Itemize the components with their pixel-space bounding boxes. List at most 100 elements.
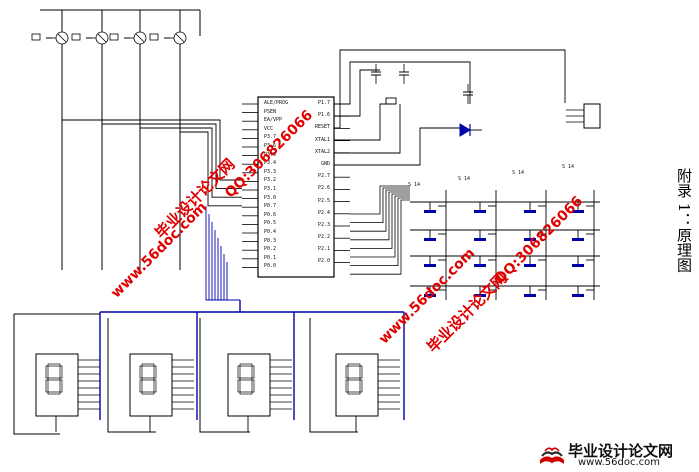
- base-resistor: [109, 33, 119, 41]
- base-resistor: [71, 33, 81, 41]
- keypad-bus-wire: [350, 199, 410, 275]
- mcu-left-pin-label: P3.0: [264, 194, 277, 201]
- segment: [345, 379, 349, 393]
- xtal-wire: [334, 103, 395, 141]
- mcu-left-pin-label: P3.5: [264, 151, 277, 158]
- keypad-switch: [474, 294, 486, 297]
- mcu-left-pin-label: P3.7: [264, 134, 277, 141]
- keypad-bus-wire: [350, 185, 410, 215]
- keypad-bus-wire: [350, 193, 410, 249]
- mcu-right-pin-label: GND: [320, 160, 330, 167]
- keypad-label-1: S 14: [408, 182, 421, 188]
- mcu-left-pin-label: PSEN: [264, 108, 277, 115]
- segment: [141, 377, 155, 381]
- segment: [347, 363, 361, 367]
- transistor-lead: [57, 33, 67, 43]
- mcu-right-pin-label: XTAL1: [314, 136, 330, 143]
- seven-seg-display-2: [129, 353, 173, 417]
- digit-select-wire: [107, 318, 156, 433]
- segment: [45, 365, 49, 379]
- seven-seg-display-1: [35, 353, 79, 417]
- keypad-switch: [424, 238, 436, 241]
- reset-wire: [334, 61, 471, 105]
- mcu-right-pin-label: P2.2: [317, 234, 330, 241]
- mcu-left-pin-label: P0.7: [264, 203, 277, 210]
- keypad-switch: [424, 294, 436, 297]
- keypad-switch: [524, 264, 536, 267]
- segment: [47, 363, 61, 367]
- book-logo-icon: [540, 447, 564, 464]
- mcu-right-pin-label: P2.5: [317, 197, 330, 204]
- mcu-right-pin-label: P2.0: [317, 258, 330, 265]
- mcu-left-pin-label: P0.6: [264, 211, 277, 218]
- control-wire: [334, 49, 566, 129]
- keypad-switch: [474, 264, 486, 267]
- segment: [237, 365, 241, 379]
- digit-select-wire: [140, 127, 242, 198]
- segment: [251, 379, 255, 393]
- digit-select-wire: [309, 318, 358, 433]
- keypad-switch: [524, 294, 536, 297]
- segment: [239, 363, 253, 367]
- mcu-right-pin-label: RESET: [314, 124, 330, 131]
- keypad-label-3: S 14: [512, 170, 525, 176]
- segment: [347, 391, 361, 395]
- mcu-left-pin-label: EA/VPP: [264, 117, 283, 124]
- mcu-left-pin-label: P3.2: [264, 177, 277, 184]
- mcu-right-pin-label: P1.6: [317, 112, 330, 119]
- keypad-switch: [572, 210, 584, 213]
- seven-seg-display-3: [227, 353, 271, 417]
- segment: [251, 365, 255, 379]
- transistor-lead: [135, 33, 145, 43]
- keypad-bus-wire: [350, 195, 410, 258]
- mcu-left-pin-label: P0.2: [264, 246, 277, 253]
- segment: [139, 379, 143, 393]
- mcu-left-pin-label: P0.1: [264, 254, 277, 261]
- mcu-left-pin-label: P0.3: [264, 237, 277, 244]
- keypad-switch: [424, 210, 436, 213]
- digit-select-wire: [102, 123, 242, 190]
- segment: [59, 379, 63, 393]
- mcu-left-pin-label: VCC: [264, 125, 274, 132]
- segment: [239, 377, 253, 381]
- segment: [153, 379, 157, 393]
- crystal-wire: [334, 69, 380, 117]
- keypad-switch: [424, 264, 436, 267]
- segment: [139, 365, 143, 379]
- mcu-left-pin-label: P0.5: [264, 220, 277, 227]
- mcu-chip: [257, 96, 335, 278]
- mcu-left-pin-label: P3.1: [264, 185, 277, 192]
- led-diode: [459, 123, 471, 137]
- keypad-switch: [524, 210, 536, 213]
- segment: [359, 379, 363, 393]
- mcu-right-pin-label: P2.4: [317, 209, 330, 216]
- keypad-label-2: S 14: [458, 176, 471, 182]
- mcu-right-pin-label: XTAL2: [314, 148, 330, 155]
- segment: [345, 365, 349, 379]
- segment: [47, 391, 61, 395]
- keypad-switch: [572, 238, 584, 241]
- transistor-lead: [175, 33, 185, 43]
- mcu-right-pin-label: P1.7: [317, 100, 330, 106]
- mcu-right-pin-label: P2.1: [317, 246, 330, 253]
- segment: [45, 379, 49, 393]
- mcu-left-pin-label: P3.3: [264, 168, 277, 175]
- digit-select-wire: [13, 314, 60, 435]
- xtal-wire: [334, 104, 401, 154]
- segment: [347, 377, 361, 381]
- segment: [237, 379, 241, 393]
- base-resistor: [149, 33, 159, 41]
- keypad-label-4: S 14: [562, 164, 575, 170]
- base-resistor: [31, 33, 41, 41]
- side-caption: 附录 1：原理图: [675, 168, 693, 273]
- segment: [239, 391, 253, 395]
- keypad-switch: [474, 210, 486, 213]
- mcu-left-pin-label: P0.4: [264, 228, 277, 235]
- seven-seg-display-4: [335, 353, 379, 417]
- keypad-bus-wire: [350, 189, 410, 232]
- segment: [59, 365, 63, 379]
- keypad-switch: [474, 238, 486, 241]
